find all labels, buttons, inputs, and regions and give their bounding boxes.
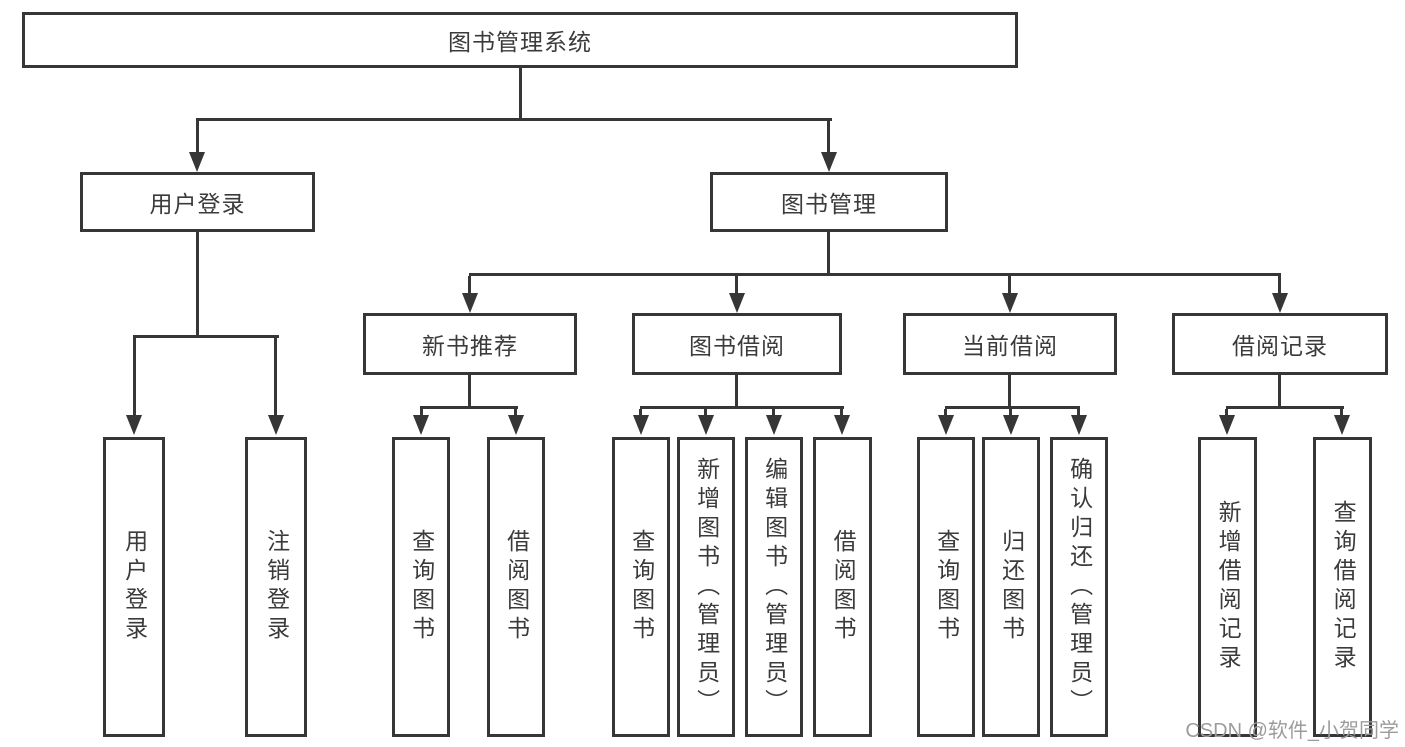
arrowhead-down-icon bbox=[126, 415, 142, 435]
leaf-logout: 注销登录 bbox=[245, 437, 307, 737]
arrowhead-down-icon bbox=[1003, 415, 1019, 435]
connector-records-bar bbox=[1226, 406, 1344, 409]
connector-drop-user-login bbox=[196, 121, 199, 154]
leaf-query-books-1: 查询图书 bbox=[392, 437, 450, 737]
connector-borrowing-bar bbox=[640, 406, 844, 409]
connector-drop-current-borrow bbox=[1008, 276, 1011, 295]
connector-drop-borrow-records bbox=[1278, 276, 1281, 295]
connector-current-stem bbox=[1008, 375, 1011, 406]
connector-userlogin-bar bbox=[133, 335, 279, 338]
connector-bookmgmt-stem bbox=[827, 232, 830, 273]
node-current-borrowing: 当前借阅 bbox=[903, 313, 1117, 375]
arrowhead-down-icon bbox=[633, 415, 649, 435]
connector-drop bbox=[944, 409, 947, 417]
arrowhead-down-icon bbox=[1002, 293, 1018, 313]
arrowhead-down-icon bbox=[1272, 293, 1288, 313]
connector-drop-login-leaf bbox=[133, 338, 136, 415]
connector-root-stem bbox=[519, 68, 522, 118]
connector-drop bbox=[1009, 409, 1012, 417]
arrowhead-down-icon bbox=[1334, 415, 1350, 435]
arrowhead-down-icon bbox=[189, 152, 205, 172]
connector-userlogin-stem bbox=[196, 232, 199, 337]
arrowhead-down-icon bbox=[508, 415, 524, 435]
node-new-book-recommend: 新书推荐 bbox=[363, 313, 577, 375]
arrowhead-down-icon bbox=[413, 415, 429, 435]
connector-drop bbox=[840, 409, 843, 417]
arrowhead-down-icon bbox=[821, 152, 837, 172]
leaf-user-login: 用户登录 bbox=[103, 437, 165, 737]
connector-drop-logout-leaf bbox=[274, 338, 277, 415]
node-root: 图书管理系统 bbox=[22, 12, 1018, 68]
leaf-query-books-3: 查询图书 bbox=[917, 437, 975, 737]
connector-drop bbox=[420, 409, 423, 417]
leaf-confirm-return-admin: 确认归还（管理员） bbox=[1050, 437, 1108, 737]
connector-drop bbox=[639, 409, 642, 417]
csdn-watermark: CSDN @软件_小贺同学 bbox=[1185, 720, 1399, 742]
arrowhead-down-icon bbox=[938, 415, 954, 435]
arrowhead-down-icon bbox=[1071, 415, 1087, 435]
connector-drop bbox=[1340, 409, 1343, 417]
connector-drop bbox=[1225, 409, 1228, 417]
connector-drop-book-mgmt bbox=[827, 121, 830, 154]
leaf-add-borrow-record: 新增借阅记录 bbox=[1198, 437, 1257, 737]
connector-recommend-bar bbox=[420, 406, 518, 409]
connector-recommend-stem bbox=[468, 375, 471, 406]
connector-drop bbox=[772, 409, 775, 417]
arrowhead-down-icon bbox=[462, 293, 478, 313]
connector-current-bar bbox=[945, 406, 1080, 409]
connector-records-stem bbox=[1278, 375, 1281, 406]
arrowhead-down-icon bbox=[1219, 415, 1235, 435]
connector-drop-new-books bbox=[468, 276, 471, 295]
arrowhead-down-icon bbox=[698, 415, 714, 435]
leaf-borrow-books-1: 借阅图书 bbox=[487, 437, 545, 737]
arrowhead-down-icon bbox=[834, 415, 850, 435]
connector-drop bbox=[514, 409, 517, 417]
leaf-borrow-books-2: 借阅图书 bbox=[813, 437, 872, 737]
leaf-query-books-2: 查询图书 bbox=[612, 437, 670, 737]
node-book-management: 图书管理 bbox=[710, 172, 948, 232]
arrowhead-down-icon bbox=[268, 415, 284, 435]
leaf-edit-book-admin: 编辑图书（管理员） bbox=[745, 437, 803, 737]
leaf-return-book: 归还图书 bbox=[982, 437, 1040, 737]
node-borrowing-records: 借阅记录 bbox=[1172, 313, 1388, 375]
node-book-borrowing: 图书借阅 bbox=[632, 313, 842, 375]
connector-drop bbox=[1077, 409, 1080, 417]
connector-drop bbox=[704, 409, 707, 417]
leaf-add-book-admin: 新增图书（管理员） bbox=[677, 437, 735, 737]
arrowhead-down-icon bbox=[766, 415, 782, 435]
connector-root-bar bbox=[196, 118, 832, 121]
connector-drop-book-borrow bbox=[735, 276, 738, 295]
leaf-query-borrow-record: 查询借阅记录 bbox=[1313, 437, 1372, 737]
arrowhead-down-icon bbox=[729, 293, 745, 313]
connector-borrowing-stem bbox=[735, 375, 738, 406]
connector-bookmgmt-bar bbox=[469, 273, 1281, 276]
node-user-login: 用户登录 bbox=[80, 172, 315, 232]
